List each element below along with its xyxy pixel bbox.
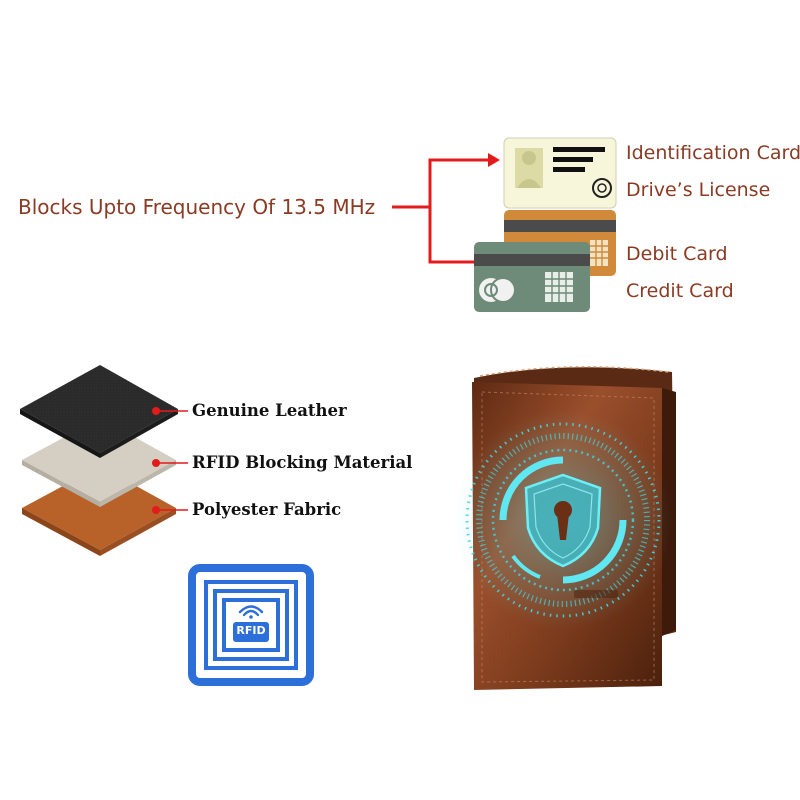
layer-label-polyester: Polyester Fabric (192, 500, 342, 519)
layer-rfid-material (22, 418, 176, 507)
card-label-debit: Debit Card (626, 243, 728, 265)
layer-label-rfid-blocking: RFID Blocking Material (192, 453, 413, 472)
frequency-label: Blocks Upto Frequency Of 13.5 MHz (18, 195, 376, 219)
rfid-badge-icon (188, 564, 314, 686)
id-card-icon (503, 137, 617, 209)
wallet-image (453, 366, 678, 690)
arrow-head-top (488, 153, 500, 167)
pointer-dot-leather (152, 407, 160, 415)
layer-genuine-leather (20, 365, 178, 458)
shield-keyhole-icon (524, 473, 602, 568)
card-label-credit: Credit Card (626, 280, 734, 302)
pointer-dot-polyester (152, 506, 160, 514)
layer-label-genuine-leather: Genuine Leather (192, 401, 347, 420)
rfid-badge-text: RFID (236, 624, 266, 637)
layer-polyester-fabric (22, 466, 176, 556)
card-label-drivers-license: Drive’s License (626, 179, 771, 201)
credit-card-icon (474, 242, 590, 312)
card-label-identification: Identification Card (626, 142, 800, 164)
pointer-dot-rfid (152, 459, 160, 467)
arrow-connector (392, 158, 490, 264)
